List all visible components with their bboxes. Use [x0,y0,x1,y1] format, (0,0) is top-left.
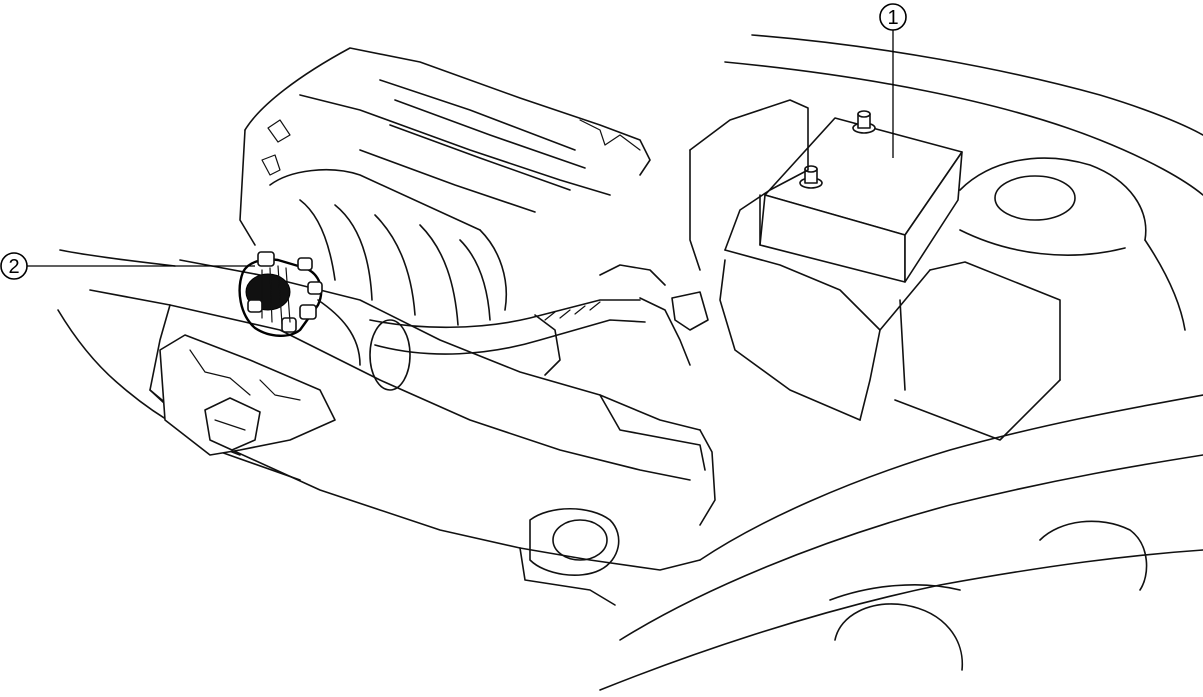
front-fascia [160,335,335,455]
callout-2-circle [1,253,27,279]
intake-hose [370,265,708,390]
engine-head [240,48,650,245]
callout-1-label: 1 [887,7,898,29]
callout-1: 1 [880,4,906,158]
air-cleaner-box [690,100,1060,440]
callout-1-circle [880,4,906,30]
ignition-component [240,252,360,365]
fender-right [600,395,1203,690]
callout-2: 2 [1,253,255,279]
front-latch-opening [520,509,619,605]
callout-2-label: 2 [8,256,19,278]
battery [760,111,962,282]
intake-manifold [270,170,506,325]
strut-tower-right [960,158,1185,330]
battery-terminal-positive [853,111,875,133]
